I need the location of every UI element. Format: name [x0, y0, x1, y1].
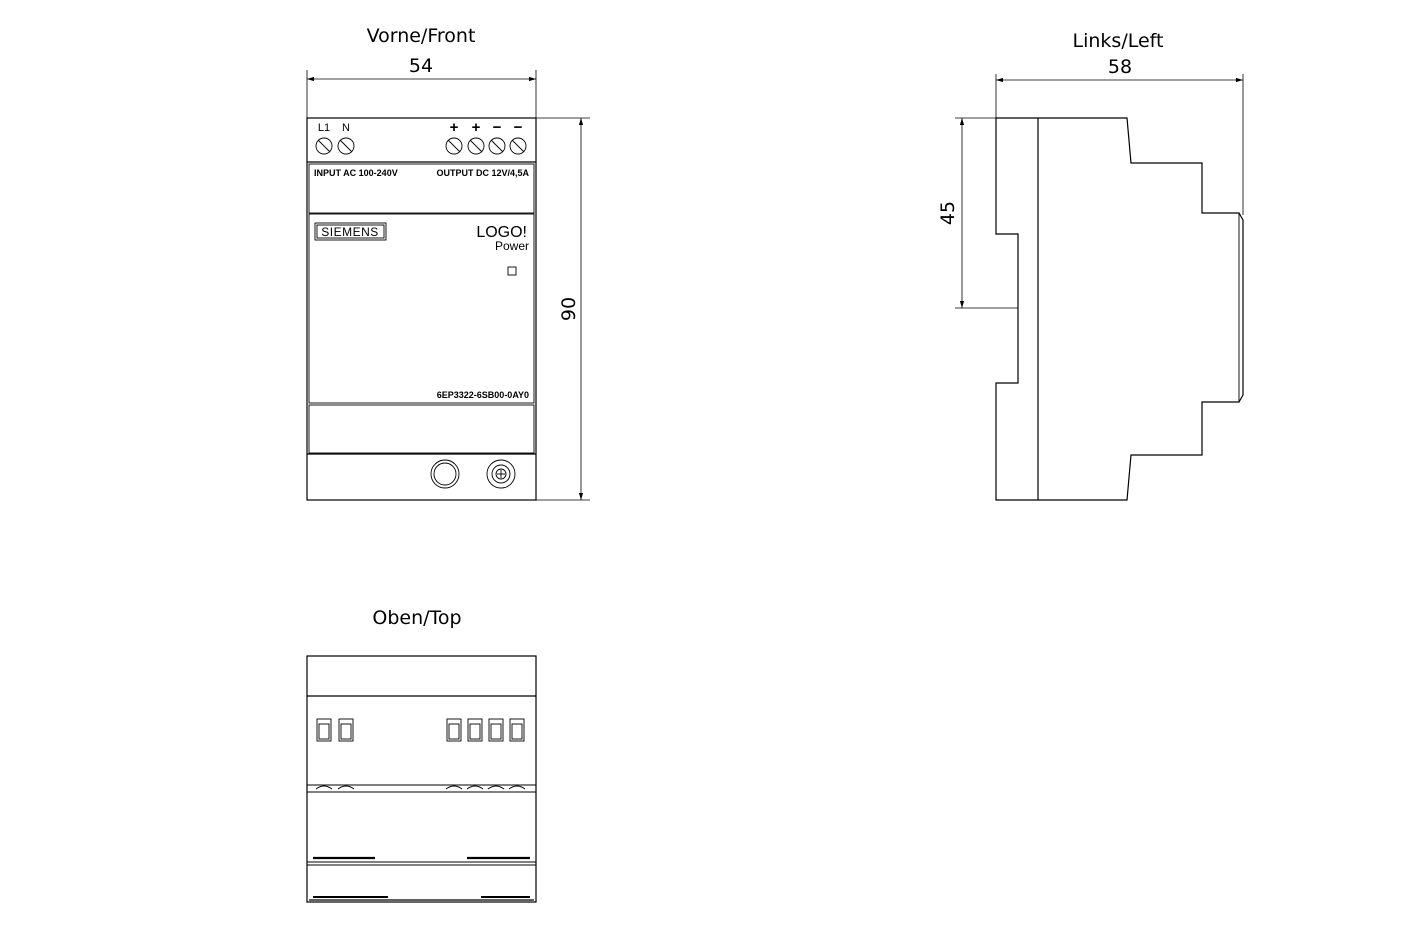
- siemens-logo: SIEMENS: [321, 225, 379, 239]
- left-view-title: Links/Left: [1073, 30, 1164, 52]
- product-subtitle: Power: [495, 239, 529, 253]
- front-housing-outline: [306, 117, 537, 501]
- siemens-logo-inner-frame: [316, 224, 385, 239]
- terminal-screws: [315, 137, 527, 155]
- left-view: Links/Left 58 45: [937, 30, 1244, 501]
- status-led-icon: [507, 266, 517, 276]
- screw-head-icon: [315, 785, 333, 790]
- potentiometer-icon: [430, 459, 460, 489]
- terminal-label-minus-1: −: [493, 119, 502, 136]
- terminal-opening-icon: [338, 718, 354, 742]
- front-view-title: Vorne/Front: [367, 25, 476, 47]
- screw-head-icon: [508, 785, 526, 790]
- top-view-title: Oben/Top: [372, 607, 461, 629]
- output-rating-label: OUTPUT DC 12V/4,5A: [436, 168, 529, 178]
- terminal-label-minus-2: −: [514, 119, 523, 136]
- screw-icon: [315, 137, 333, 155]
- screw-icon: [445, 137, 463, 155]
- screw-head-icon: [466, 785, 484, 790]
- terminal-label-plus-1: +: [450, 119, 459, 136]
- front-width-dimension: 54: [409, 55, 433, 77]
- side-profile-outline: [995, 117, 1244, 501]
- input-rating-label: INPUT AC 100-240V: [314, 168, 398, 178]
- terminal-opening-icon: [316, 718, 332, 742]
- top-view: Oben/Top: [306, 607, 537, 903]
- product-logo: LOGO!: [476, 224, 527, 241]
- adjustment-screw-icon: [486, 459, 516, 489]
- screw-icon: [467, 137, 485, 155]
- front-height-dimension: 90: [558, 297, 580, 321]
- screw-head-icon: [487, 785, 505, 790]
- terminal-openings: [316, 718, 525, 742]
- front-main-panel: [308, 213, 535, 404]
- screw-icon: [337, 137, 355, 155]
- part-number: 6EP3322-6SB00-0AY0: [437, 390, 529, 400]
- top-screw-heads: [315, 785, 526, 790]
- terminal-opening-icon: [509, 718, 525, 742]
- screw-icon: [488, 137, 506, 155]
- top-housing-outline: [306, 655, 537, 903]
- terminal-opening-icon: [446, 718, 462, 742]
- front-lower-panel: [308, 404, 535, 454]
- screw-head-icon: [337, 785, 355, 790]
- left-width-dimension: 58: [1108, 56, 1132, 78]
- front-view: Vorne/Front 54 L1 N + + − − INPUT AC 100…: [306, 25, 590, 501]
- siemens-logo-frame: [314, 222, 387, 241]
- terminal-label-n: N: [342, 122, 350, 134]
- terminal-label-plus-2: +: [472, 119, 481, 136]
- front-label-strip: [308, 163, 535, 214]
- terminal-opening-icon: [467, 718, 483, 742]
- screw-head-icon: [445, 785, 463, 790]
- rail-dimension: 45: [937, 201, 959, 225]
- terminal-opening-icon: [488, 718, 504, 742]
- screw-icon: [509, 137, 527, 155]
- terminal-label-l1: L1: [318, 122, 330, 134]
